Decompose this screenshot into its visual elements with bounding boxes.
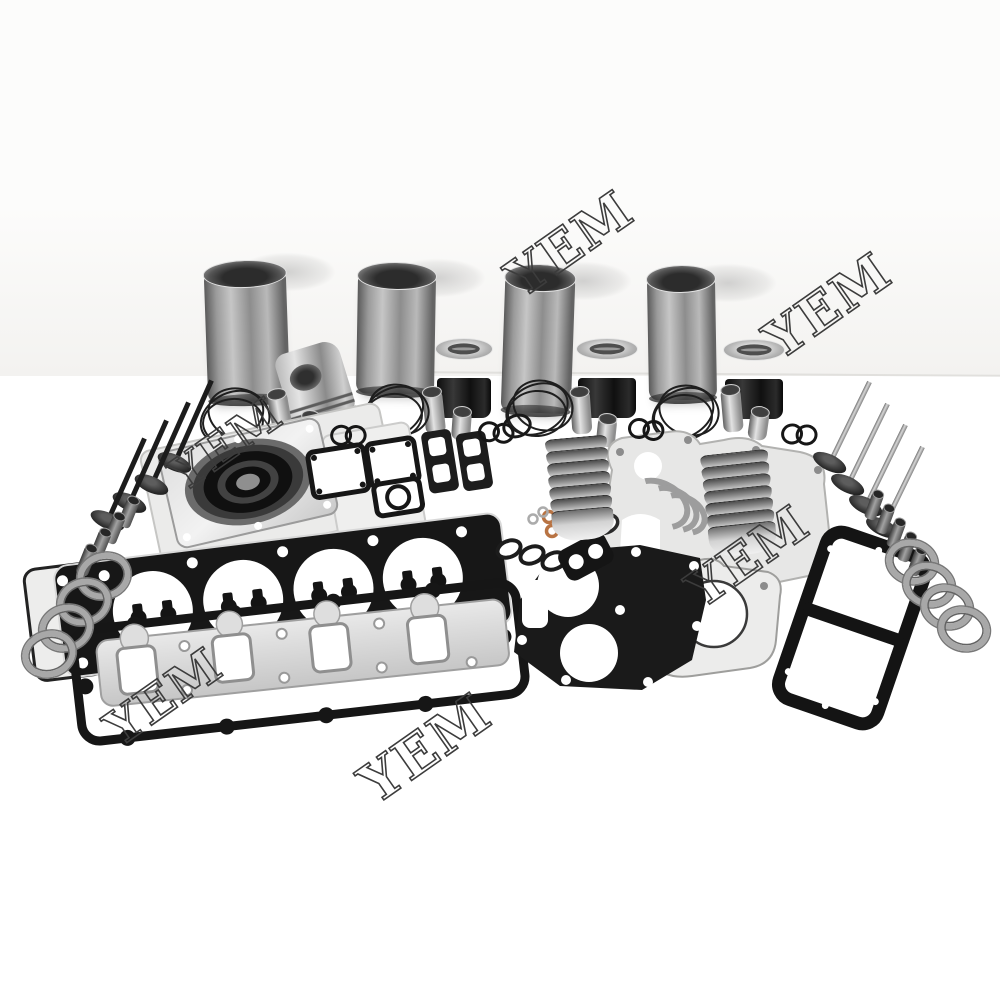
piston-crown xyxy=(576,338,638,378)
piston-crown xyxy=(723,339,785,379)
piston-combustion-bowl xyxy=(447,343,481,355)
snap-ring-clip xyxy=(626,415,666,443)
piston-top-face xyxy=(435,338,493,360)
side-cover-gasket xyxy=(772,525,932,731)
cover-bolt-holes xyxy=(784,545,922,710)
exhaust-manifold-gasket xyxy=(95,592,510,707)
background-wall xyxy=(0,0,1000,376)
thermostat-gasket xyxy=(558,532,614,581)
piston-3 xyxy=(576,338,638,418)
piston-combustion-bowl xyxy=(589,343,625,355)
rear-main-seal-housing-gasket xyxy=(158,417,339,549)
square-cover-gaskets xyxy=(305,429,493,519)
piston-top-face xyxy=(576,338,638,360)
bearing-shell xyxy=(550,506,616,543)
piston-combustion-bowl xyxy=(736,344,772,356)
steel-washers xyxy=(527,506,549,525)
piston-top-face xyxy=(723,339,785,361)
piston-crown xyxy=(435,338,493,378)
exhaust-ports xyxy=(115,613,451,696)
conrod-bearing-stack xyxy=(544,434,616,543)
manifold-bolt-holes xyxy=(178,617,478,696)
